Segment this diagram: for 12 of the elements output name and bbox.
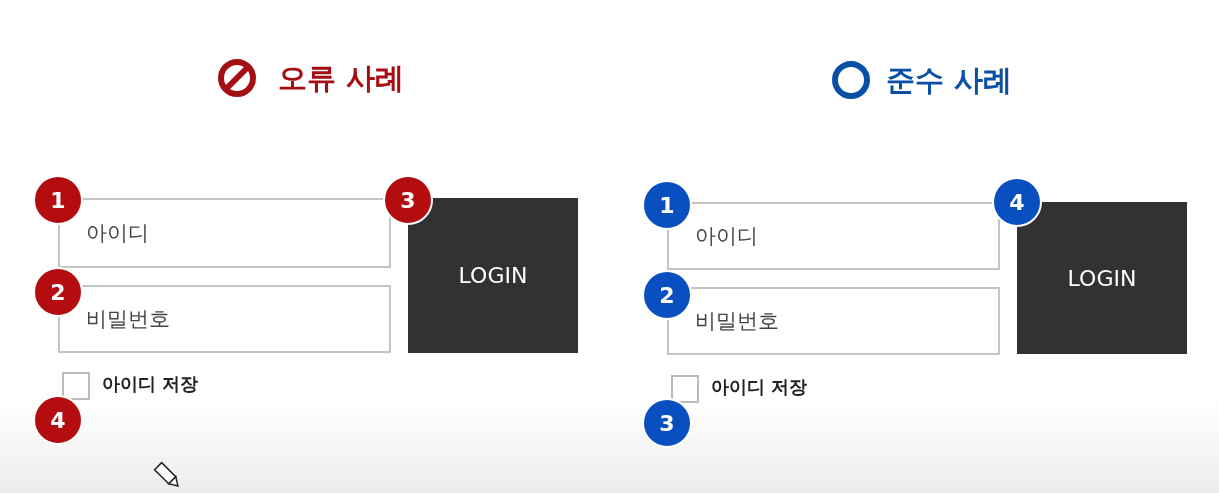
callout-number: 1 [642,180,692,230]
callout-number: 3 [383,175,433,225]
callout-number: 2 [33,267,83,317]
callout-number: 4 [992,177,1042,227]
section-heading: 오류 사례 [278,60,405,97]
callout-number: 1 [33,175,83,225]
callout-number: 2 [642,270,692,320]
callout-number: 3 [642,398,692,448]
section-heading: 준수 사례 [886,62,1013,99]
callout-number: 4 [33,395,83,445]
checkbox-label: 아이디 저장 [102,372,199,396]
checkbox-label: 아이디 저장 [711,375,808,399]
